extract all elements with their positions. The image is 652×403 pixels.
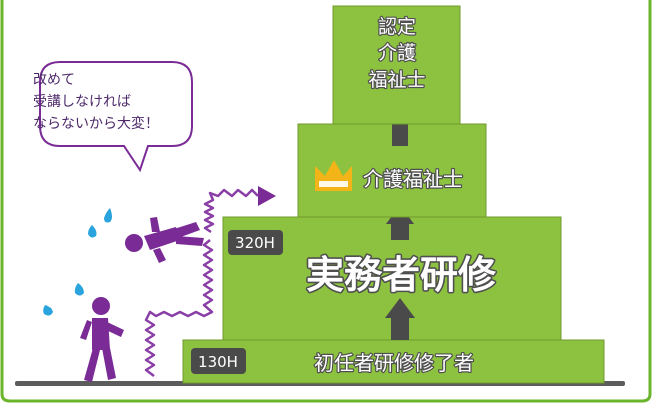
speech-bubble [39, 61, 193, 173]
wavy-arrow-icon [144, 186, 276, 377]
bubble-line2: 受講しなければ [33, 94, 131, 110]
top-tier-line3: 福祉士 [368, 69, 425, 91]
top-tier-line1: 認定 [378, 16, 416, 38]
hours-badge-320 [228, 230, 283, 255]
sweat-drops-icon [88, 208, 112, 238]
tier-care-worker-label: 介護福祉士 [363, 167, 463, 191]
falling-person-icon [125, 217, 204, 263]
hours-badge-130-label: 130H [198, 353, 238, 371]
tier-practitioner-training-label: 実務者研修 [306, 253, 497, 297]
hours-badge-130 [191, 348, 246, 374]
tier-beginner-training-label: 初任者研修修了者 [314, 351, 474, 375]
arrow-up-icon [385, 298, 415, 340]
tier-certified-care-worker [332, 5, 461, 125]
crown-icon [315, 160, 352, 191]
walking-person-icon [80, 297, 124, 382]
bubble-line1: 改めて [33, 72, 75, 88]
sweat-drops-icon [43, 283, 84, 316]
hours-badge-320-label: 320H [235, 234, 275, 252]
top-tier-line2: 介護 [378, 42, 416, 64]
bubble-line3: ならないから大変！ [33, 115, 159, 132]
tier-beginner-training [182, 339, 605, 384]
